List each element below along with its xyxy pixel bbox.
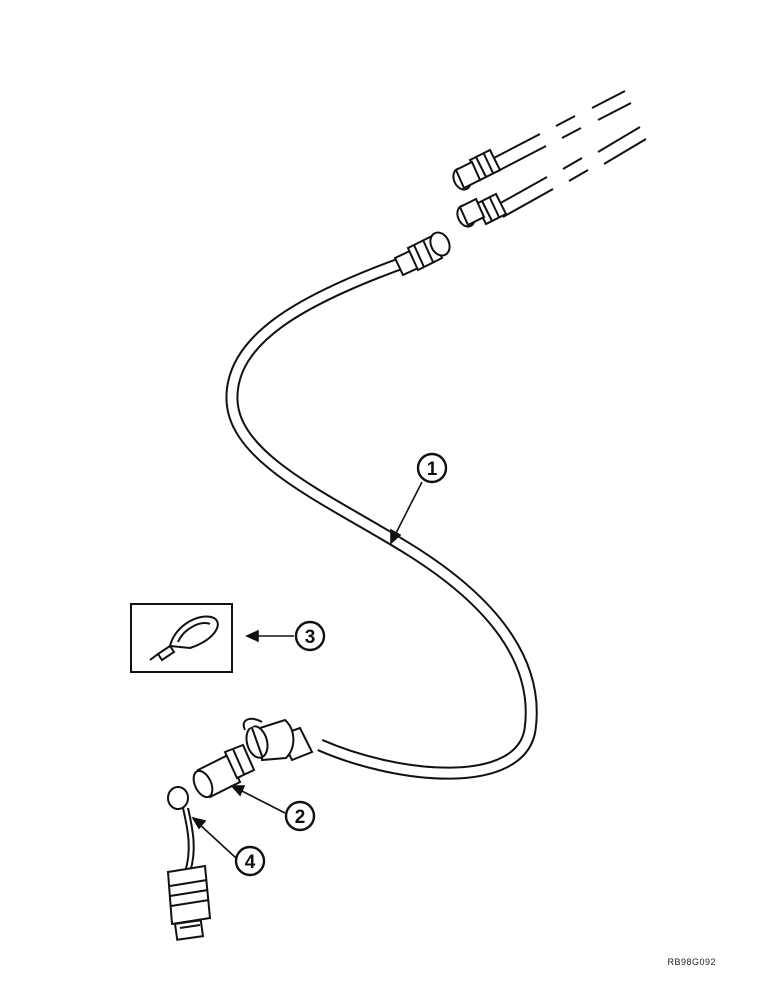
callout-1: 1 [416,452,448,484]
callout-1-label: 1 [427,459,438,480]
arrowhead-4 [191,816,207,830]
leader-1 [393,481,423,538]
leader-2 [237,788,286,814]
inset-box [130,603,233,673]
strap-part [149,615,219,662]
callout-2: 2 [284,800,316,832]
upper-fitting-a [452,148,502,191]
arrowhead-1 [390,528,402,545]
callout-2-label: 2 [295,807,306,828]
callout-4: 4 [234,845,266,877]
callout-3: 3 [294,620,326,652]
hose-upper-fitting [393,231,451,277]
hose-elbow-fitting [242,717,314,762]
arrowhead-2 [230,785,246,797]
leader-lines [191,481,423,859]
adapter-fitting [192,743,256,799]
callout-3-label: 3 [305,627,316,648]
leader-4 [197,822,237,859]
dust-cap [166,786,212,941]
arrowhead-3 [245,629,259,643]
upper-fitting-b [456,192,508,228]
reference-code: RB98G092 [667,957,716,967]
main-hose [225,255,538,780]
callout-4-label: 4 [245,852,256,873]
upper-hydraulic-lines [489,90,647,218]
